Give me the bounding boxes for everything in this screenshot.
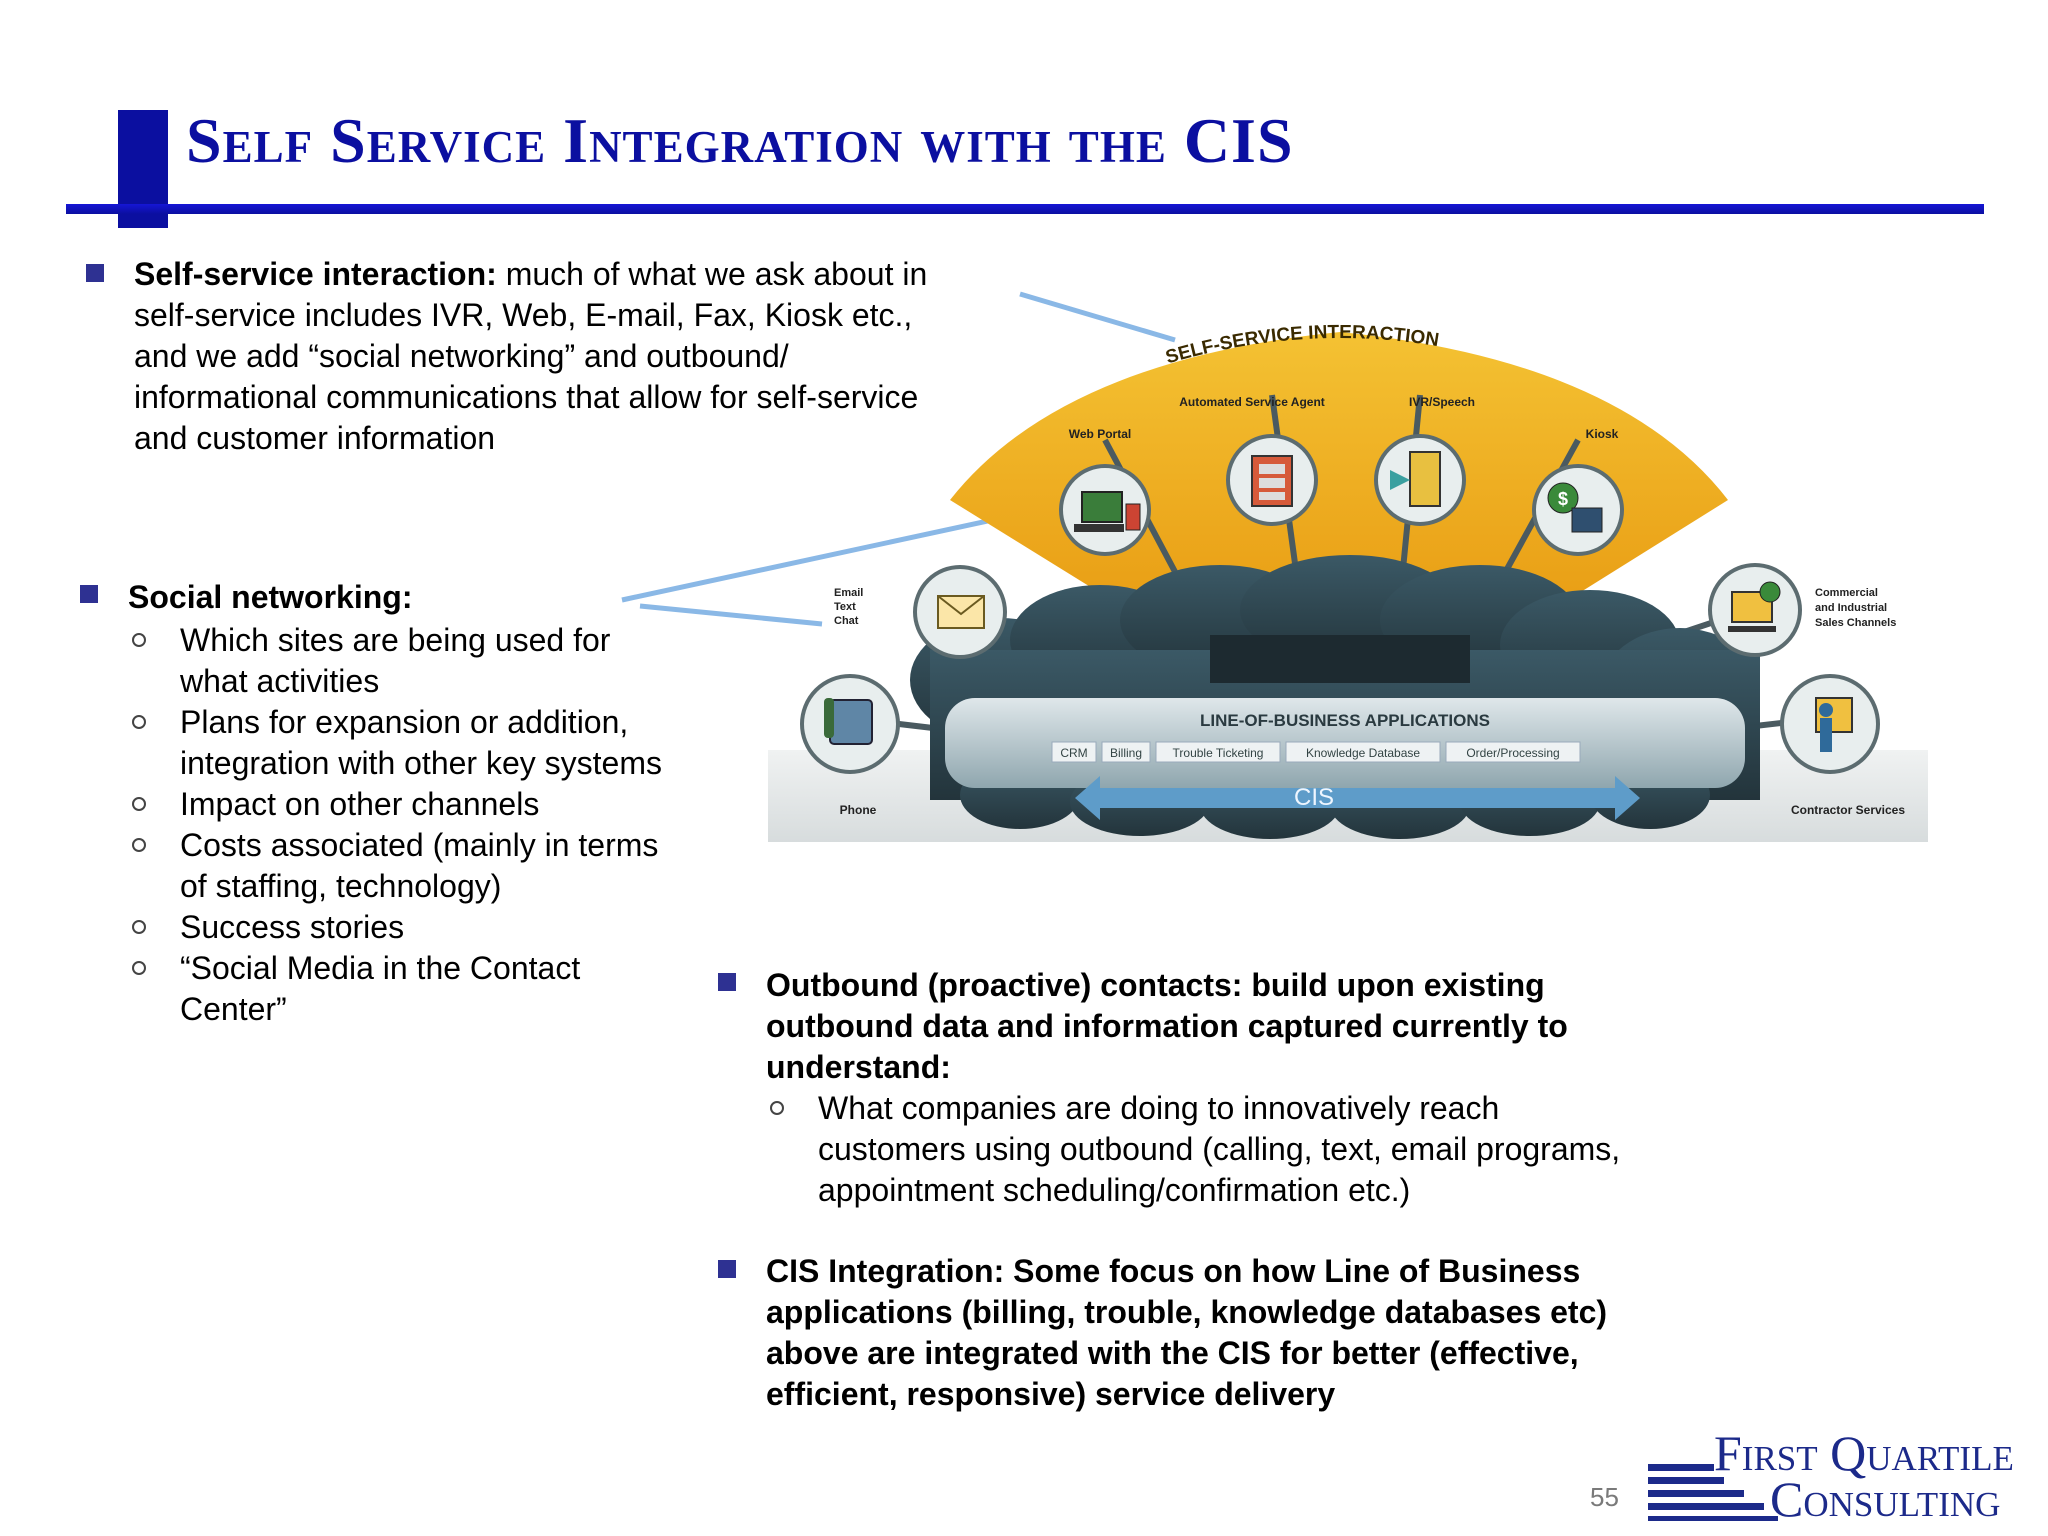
sub-bullet-marker xyxy=(132,797,146,811)
app-chip: Billing xyxy=(1110,746,1142,760)
bullet-text-line: applications (billing, trouble, knowledg… xyxy=(766,1294,1608,1330)
social-list-item: Costs associated (mainly in terms of staf… xyxy=(180,825,658,907)
bullet-text-line: What companies are doing to innovatively… xyxy=(818,1090,1500,1126)
sub-bullet-marker xyxy=(132,920,146,934)
connector-line xyxy=(621,505,1049,603)
kiosk-node: $ Kiosk xyxy=(1532,427,1624,556)
bullet-marker xyxy=(80,585,98,603)
company-logo-line1: First Quartile xyxy=(1714,1425,2014,1481)
dollar-icon: $ xyxy=(1558,489,1568,509)
bullet-text-line: appointment scheduling/confirmation etc.… xyxy=(818,1172,1411,1208)
sub-bullet-marker xyxy=(132,633,146,647)
node-label: Automated Service Agent xyxy=(1179,395,1325,409)
list-item-line: Impact on other channels xyxy=(180,786,540,822)
ivr-speech-node: IVR/Speech xyxy=(1374,395,1475,526)
node-label: Chat xyxy=(834,615,859,627)
cis-arrow xyxy=(1075,776,1640,820)
bullet-text-line: self-service includes IVR, Web, E-mail, … xyxy=(134,297,913,333)
list-item-line: integration with other key systems xyxy=(180,745,662,781)
self-service-diagram: SELF-SERVICE INTERACTION LINE-OF-BUSINES… xyxy=(768,322,1928,842)
node-label: Commercial xyxy=(1815,587,1878,599)
social-list-item: Impact on other channels xyxy=(180,784,539,825)
connector-line xyxy=(1019,291,1176,343)
bullet-text-line: efficient, responsive) service delivery xyxy=(766,1376,1336,1412)
bullet-marker xyxy=(718,1260,736,1278)
node-label: Text xyxy=(834,601,856,613)
list-item-line: what activities xyxy=(180,663,380,699)
list-item-line: Plans for expansion or addition, xyxy=(180,704,629,740)
lob-title: LINE-OF-BUSINESS APPLICATIONS xyxy=(1200,711,1490,730)
bullet-heading: Social networking: xyxy=(128,579,413,615)
bullet-text-line: much of what we ask about in xyxy=(505,256,928,292)
bullet-text-line: and we add “social networking” and outbo… xyxy=(134,338,789,374)
list-item-line: “Social Media in the Contact xyxy=(180,950,581,986)
app-chip: Order/Processing xyxy=(1466,746,1559,760)
node-label: and Industrial xyxy=(1815,602,1887,614)
bullet-marker xyxy=(86,264,104,282)
social-list-item: Plans for expansion or addition, integrat… xyxy=(180,702,662,784)
company-logo-line2: Consulting xyxy=(1770,1471,2001,1527)
contractor-services-node: Contractor Services xyxy=(1780,674,1905,817)
app-chip: Trouble Ticketing xyxy=(1173,746,1264,760)
slide-title: Self Service Integration with the CIS xyxy=(186,105,1294,176)
list-item-line: Center” xyxy=(180,991,287,1027)
node-label: Phone xyxy=(840,803,877,817)
bullet-text-line: Outbound (proactive) contacts: build upo… xyxy=(766,967,1545,1003)
bullet-text-line: customers using outbound (calling, text,… xyxy=(818,1131,1621,1167)
automated-service-agent-node: Automated Service Agent xyxy=(1179,395,1325,526)
node-label: Kiosk xyxy=(1586,427,1619,441)
social-networking-heading: Social networking: xyxy=(128,577,412,618)
commercial-sales-node: Commercial and Industrial Sales Channels xyxy=(1708,563,1896,657)
page-number: 55 xyxy=(1590,1482,1619,1512)
bullet-text-line: CIS Integration: Some focus on how Line … xyxy=(766,1253,1581,1289)
cis-label: CIS xyxy=(1294,784,1334,811)
bullet-text-line: outbound data and information captured c… xyxy=(766,1008,1568,1044)
social-list-item: Success stories xyxy=(180,907,404,948)
app-chip: Knowledge Database xyxy=(1306,746,1420,760)
outbound-bullet: Outbound (proactive) contacts: build upo… xyxy=(766,965,1568,1088)
list-item-line: Costs associated (mainly in terms xyxy=(180,827,659,863)
bullet-text-line: informational communications that allow … xyxy=(134,379,919,415)
node-label: Contractor Services xyxy=(1791,803,1905,817)
sub-bullet-marker xyxy=(132,715,146,729)
node-label: Sales Channels xyxy=(1815,617,1896,629)
web-portal-node: Web Portal xyxy=(1059,427,1151,556)
connector-line xyxy=(639,603,823,627)
email-text-chat-node: Email Text Chat xyxy=(834,565,1007,659)
bullet-heading: Self-service interaction: xyxy=(134,256,497,292)
outbound-sub-bullet: What companies are doing to innovatively… xyxy=(818,1088,1620,1211)
sub-bullet-marker xyxy=(770,1101,784,1115)
bullet-text-line: and customer information xyxy=(134,420,496,456)
sub-bullet-marker xyxy=(132,838,146,852)
list-item-line: of staffing, technology) xyxy=(180,868,502,904)
phone-node: Phone xyxy=(800,674,900,817)
lob-apps: CRM Billing Trouble Ticketing Knowledge … xyxy=(1051,741,1581,763)
list-item-line: Which sites are being used for xyxy=(180,622,611,658)
list-item-line: Success stories xyxy=(180,909,405,945)
social-list-item: Which sites are being used for what activ… xyxy=(180,620,610,702)
title-rule xyxy=(66,204,1984,214)
cis-integration-bullet: CIS Integration: Some focus on how Line … xyxy=(766,1251,1607,1415)
app-chip: CRM xyxy=(1060,746,1087,760)
bullet-text-line: above are integrated with the CIS for be… xyxy=(766,1335,1579,1371)
node-label: IVR/Speech xyxy=(1409,395,1475,409)
bullet-text-line: understand: xyxy=(766,1049,951,1085)
sub-bullet-marker xyxy=(132,961,146,975)
cloud-dark-band xyxy=(1210,635,1470,683)
self-service-arc xyxy=(950,332,1728,630)
node-label: Email xyxy=(834,587,863,599)
node-label: Web Portal xyxy=(1069,427,1131,441)
bullet-marker xyxy=(718,973,736,991)
self-service-bullet: Self-service interaction: much of what w… xyxy=(134,254,1014,459)
